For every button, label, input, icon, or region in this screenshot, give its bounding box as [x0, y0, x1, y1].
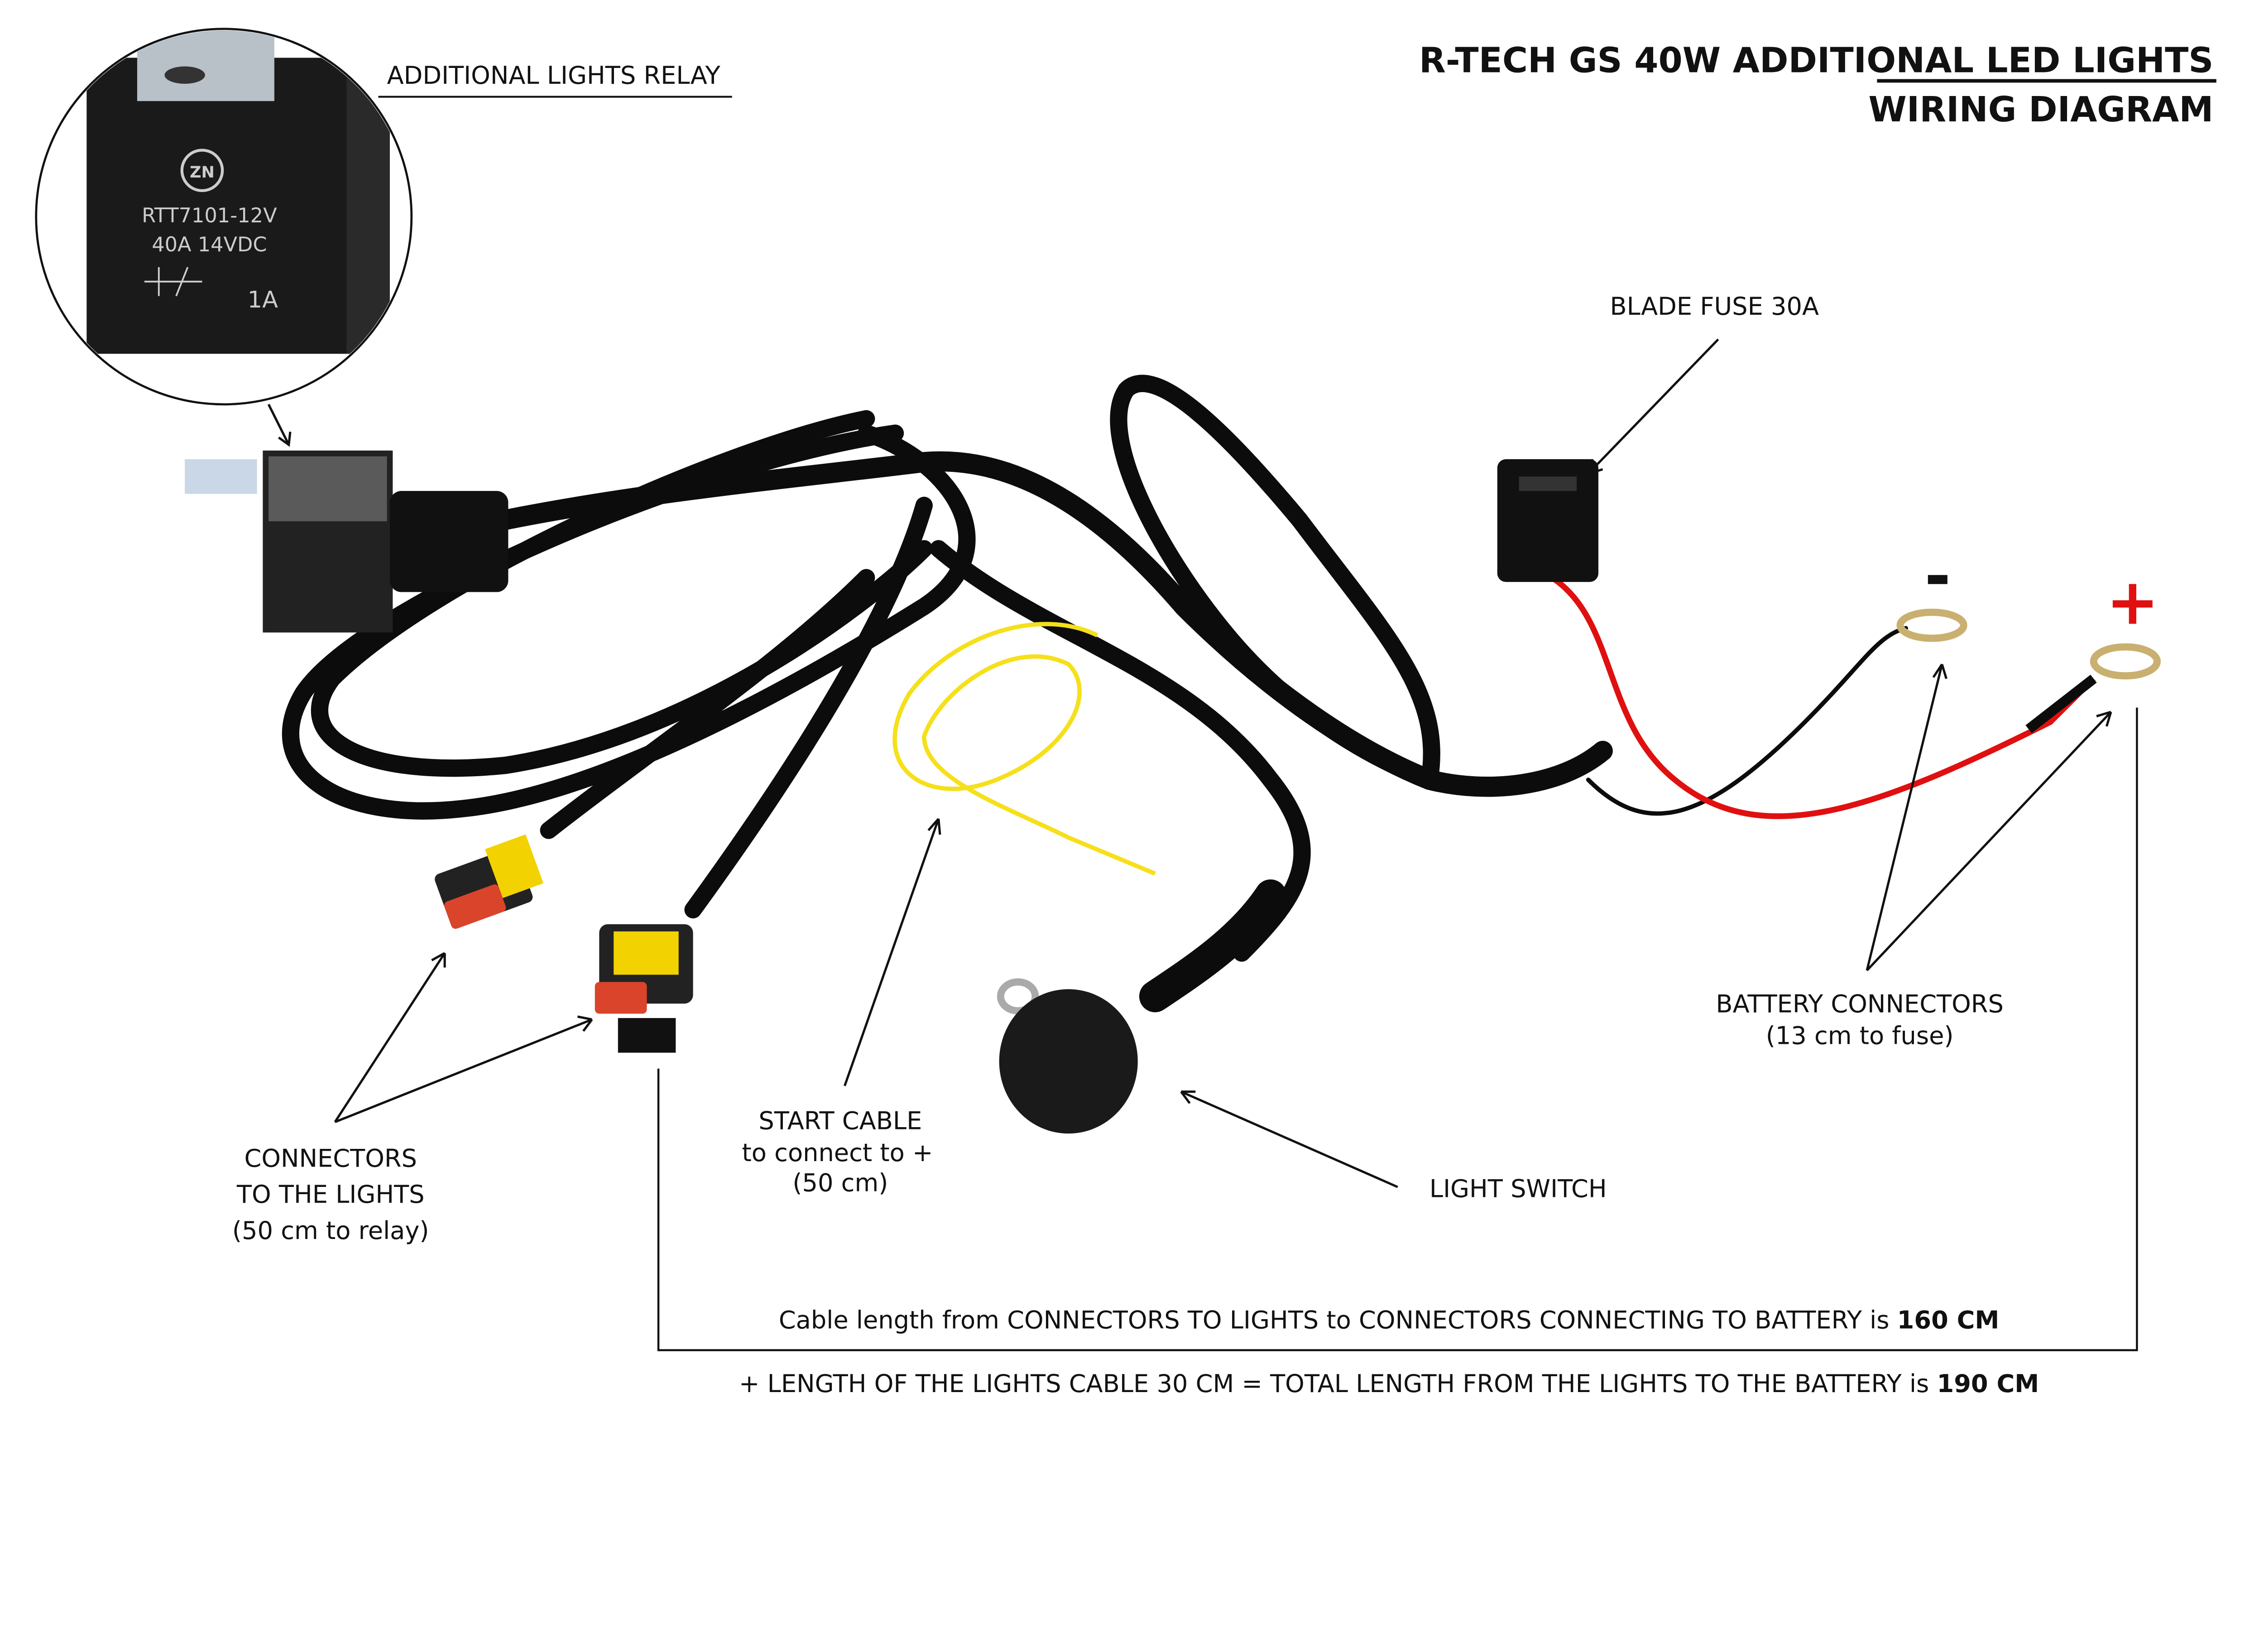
relay-inset: ZN RTT7101-12V 40A 14VDC 1A	[35, 28, 413, 406]
title-line2: WIRING DIAGRAM	[1868, 90, 2213, 130]
relay-label: ADDITIONAL LIGHTS RELAY	[387, 61, 721, 90]
connectors-arrows	[334, 952, 593, 1124]
start-label-line1: START CABLE	[758, 1107, 922, 1135]
cable-length-line2: + LENGTH OF THE LIGHTS CABLE 30 CM = TOT…	[739, 1369, 2039, 1398]
connectors-label-line1: CONNECTORS	[245, 1144, 417, 1173]
connectors-label-line2: TO THE LIGHTS	[236, 1180, 425, 1209]
connectors-label-line3: (50 cm to relay)	[232, 1216, 429, 1245]
length-bracket	[657, 707, 2138, 1351]
relay-model: RTT7101-12V	[142, 204, 277, 227]
relay-rating: 40A 14VDC	[152, 233, 267, 256]
relay-arrow	[267, 403, 292, 447]
relay	[185, 450, 508, 633]
relay-brand: ZN	[190, 163, 215, 182]
battery-label-line1: BATTERY CONNECTORS	[1716, 989, 2003, 1018]
minus-label: -	[1924, 539, 1951, 613]
battery-label-line2: (13 cm to fuse)	[1766, 1021, 1954, 1050]
start-arrow	[844, 818, 941, 1086]
ring-terminals	[997, 609, 2161, 1015]
wiring-harness	[282, 375, 2097, 962]
light-switch	[999, 879, 1287, 1134]
fuse-label: BLADE FUSE 30A	[1610, 292, 1819, 321]
fuse-holder	[1497, 459, 1598, 582]
cable-length-line1: Cable length from CONNECTORS TO LIGHTS t…	[779, 1306, 2000, 1335]
switch-label: LIGHT SWITCH	[1429, 1174, 1607, 1203]
start-label-line2: to connect to +	[742, 1138, 933, 1167]
light-connectors	[435, 834, 693, 1053]
battery-arrows	[1866, 663, 2112, 971]
start-label-line3: (50 cm)	[792, 1169, 888, 1197]
switch-arrow	[1180, 1090, 1398, 1188]
cable-length-line1-value: 160 CM	[1897, 1306, 2000, 1335]
title-line1: R-TECH GS 40W ADDITIONAL LED LIGHTS	[1419, 40, 2213, 81]
cable-length-line1-text: Cable length from CONNECTORS TO LIGHTS t…	[779, 1306, 1897, 1335]
wiring-diagram: R-TECH GS 40W ADDITIONAL LED LIGHTS WIRI…	[35, 28, 2216, 1398]
relay-code: 1A	[248, 287, 278, 313]
cable-length-line2-value: 190 CM	[1937, 1369, 2039, 1398]
fuse-arrow	[1587, 338, 1719, 475]
plus-label: +	[2106, 566, 2159, 639]
cable-length-line2-text: + LENGTH OF THE LIGHTS CABLE 30 CM = TOT…	[739, 1369, 1937, 1398]
